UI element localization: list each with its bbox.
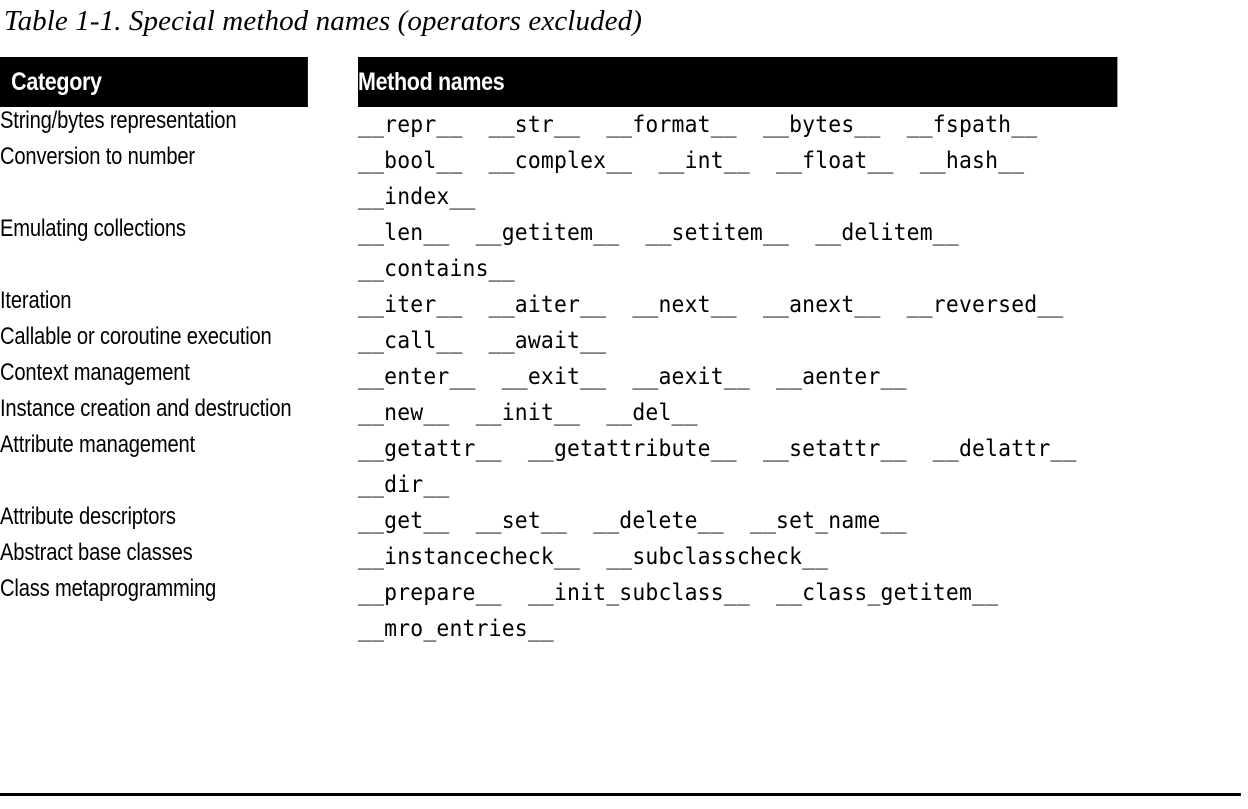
method-names-text: __bool__ __complex__ __int__ __float__ _… — [358, 148, 1025, 210]
cell-method-names: __bool__ __complex__ __int__ __float__ _… — [358, 143, 1241, 215]
cell-category: Callable or coroutine execution — [0, 323, 358, 359]
cell-category: Iteration — [0, 287, 358, 323]
method-names-text: __call__ __await__ — [358, 328, 607, 354]
cell-category: Instance creation and destruction — [0, 395, 358, 431]
table-header: Category Method names — [0, 57, 1241, 107]
cell-category: String/bytes representation — [0, 107, 358, 143]
method-names-text: __get__ __set__ __delete__ __set_name__ — [358, 508, 907, 534]
cell-method-names: __getattr__ __getattribute__ __setattr__… — [358, 431, 1241, 503]
table-row: Context management __enter__ __exit__ __a… — [0, 359, 1241, 395]
method-names-text: __iter__ __aiter__ __next__ __anext__ __… — [358, 292, 1064, 318]
column-header-category: Category — [0, 57, 308, 107]
cell-category: Context management — [0, 359, 358, 395]
cell-method-names: __repr__ __str__ __format__ __bytes__ __… — [358, 107, 1241, 143]
category-label: Callable or coroutine execution — [0, 323, 272, 350]
cell-category: Emulating collections — [0, 215, 358, 287]
table-row: String/bytes representation __repr__ __st… — [0, 107, 1241, 143]
column-header-method-names: Method names — [358, 57, 1118, 107]
category-label: String/bytes representation — [0, 107, 237, 134]
column-header-method-names-label: Method names — [358, 68, 505, 96]
cell-method-names: __enter__ __exit__ __aexit__ __aenter__ — [358, 359, 1241, 395]
cell-category: Attribute descriptors — [0, 503, 358, 539]
table-row: Conversion to number __bool__ __complex__… — [0, 143, 1241, 215]
table-row: Callable or coroutine execution __call__ … — [0, 323, 1241, 359]
cell-category: Attribute management — [0, 431, 358, 503]
category-label: Class metaprogramming — [0, 575, 217, 602]
table-row: Attribute descriptors __get__ __set__ __d… — [0, 503, 1241, 539]
table-body: String/bytes representation __repr__ __st… — [0, 107, 1241, 647]
category-label: Attribute management — [0, 431, 195, 458]
cell-category: Conversion to number — [0, 143, 358, 215]
table-row: Abstract base classes __instancecheck__ _… — [0, 539, 1241, 575]
table-row: Emulating collections __len__ __getitem__… — [0, 215, 1241, 287]
cell-method-names: __new__ __init__ __del__ — [358, 395, 1241, 431]
table-row: Instance creation and destruction __new__… — [0, 395, 1241, 431]
cell-method-names: __get__ __set__ __delete__ __set_name__ — [358, 503, 1241, 539]
cell-method-names: __iter__ __aiter__ __next__ __anext__ __… — [358, 287, 1241, 323]
cell-category: Abstract base classes — [0, 539, 358, 575]
special-method-names-table: Category Method names String/bytes repre… — [0, 57, 1241, 647]
method-names-text: __instancecheck__ __subclasscheck__ — [358, 544, 829, 570]
cell-method-names: __call__ __await__ — [358, 323, 1241, 359]
cell-category: Class metaprogramming — [0, 575, 358, 647]
category-label: Iteration — [0, 287, 72, 314]
method-names-text: __new__ __init__ __del__ — [358, 400, 698, 426]
category-label: Conversion to number — [0, 143, 195, 170]
method-names-text: __len__ __getitem__ __setitem__ __delite… — [358, 220, 959, 282]
cell-method-names: __len__ __getitem__ __setitem__ __delite… — [358, 215, 1241, 287]
method-names-text: __prepare__ __init_subclass__ __class_ge… — [358, 580, 999, 642]
category-label: Emulating collections — [0, 215, 186, 242]
table-header-row: Category Method names — [0, 57, 1241, 107]
category-label: Abstract base classes — [0, 539, 193, 566]
category-label: Context management — [0, 359, 190, 386]
method-names-text: __repr__ __str__ __format__ __bytes__ __… — [358, 112, 1038, 138]
table-caption: Table 1-1. Special method names (operato… — [4, 5, 642, 37]
category-label: Instance creation and destruction — [0, 395, 292, 422]
method-names-text: __getattr__ __getattribute__ __setattr__… — [358, 436, 1077, 498]
category-label: Attribute descriptors — [0, 503, 176, 530]
table-bottom-rule — [0, 793, 1241, 796]
table-row: Class metaprogramming __prepare__ __init_… — [0, 575, 1241, 647]
table-row: Attribute management __getattr__ __getatt… — [0, 431, 1241, 503]
table-row: Iteration __iter__ __aiter__ __next__ __a… — [0, 287, 1241, 323]
cell-method-names: __instancecheck__ __subclasscheck__ — [358, 539, 1241, 575]
method-names-text: __enter__ __exit__ __aexit__ __aenter__ — [358, 364, 907, 390]
cell-method-names: __prepare__ __init_subclass__ __class_ge… — [358, 575, 1241, 647]
